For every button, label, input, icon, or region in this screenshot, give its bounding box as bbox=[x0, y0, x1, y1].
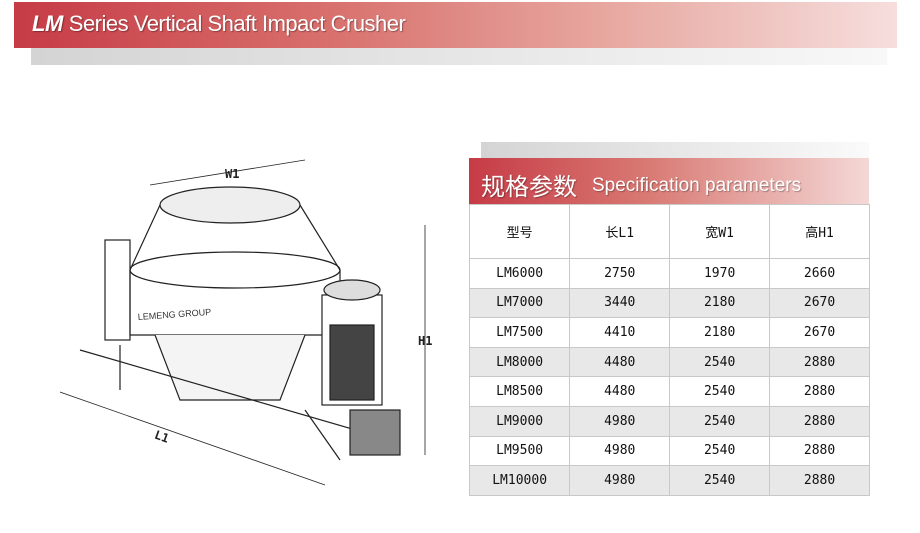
table-cell: 4410 bbox=[569, 317, 671, 348]
dim-w1: W1 bbox=[225, 167, 239, 181]
table-cell: 2540 bbox=[669, 376, 771, 407]
table-cell: 1970 bbox=[669, 258, 771, 289]
table-cell: 2880 bbox=[769, 376, 870, 407]
spec-title: 规格参数 Specification parameters bbox=[469, 158, 869, 204]
table-cell: LM7000 bbox=[468, 287, 571, 319]
table-cell: 2670 bbox=[769, 287, 870, 319]
table-cell: LM9000 bbox=[468, 405, 571, 437]
table-cell: 4980 bbox=[569, 405, 671, 437]
table-cell: 2180 bbox=[669, 287, 771, 319]
table-cell: 3440 bbox=[569, 287, 671, 319]
table-cell: LM8500 bbox=[468, 376, 571, 407]
table-cell: 2750 bbox=[569, 258, 671, 289]
table-cell: LM7500 bbox=[468, 317, 571, 348]
table-cell: 2880 bbox=[769, 435, 870, 467]
brand-prefix: LM bbox=[32, 11, 63, 36]
table-cell: 2880 bbox=[769, 346, 870, 378]
table-cell: LM6000 bbox=[468, 258, 571, 289]
crusher-drawing: W1 H1 L1 LEMENG GROUP bbox=[60, 159, 432, 486]
header-cell: 型号 bbox=[468, 204, 571, 259]
header-cell: 高H1 bbox=[769, 204, 870, 259]
table-cell: 4480 bbox=[569, 346, 671, 378]
spec-title-en: Specification parameters bbox=[592, 175, 802, 196]
header-cell: 长L1 bbox=[569, 204, 671, 259]
table-cell: 2880 bbox=[769, 465, 870, 496]
table-cell: 2180 bbox=[669, 317, 771, 348]
table-cell: 2540 bbox=[669, 405, 771, 437]
table-shadow-bar bbox=[481, 142, 869, 158]
dim-l1: L1 bbox=[153, 428, 171, 446]
spec-title-cn: 规格参数 bbox=[481, 173, 577, 201]
table-cell: 2880 bbox=[769, 405, 870, 437]
table-cell: LM10000 bbox=[468, 465, 571, 496]
table-cell: 4980 bbox=[569, 435, 671, 467]
table-cell: 2540 bbox=[669, 465, 771, 496]
table-cell: LM9500 bbox=[468, 435, 571, 467]
table-cell: 4980 bbox=[569, 465, 671, 496]
table-cell: 4480 bbox=[569, 376, 671, 407]
dim-h1: H1 bbox=[418, 334, 432, 348]
divider-bar bbox=[31, 48, 887, 65]
table-cell: 2660 bbox=[769, 258, 870, 289]
table-header-row: 型号 长L1 宽W1 高H1 bbox=[468, 204, 870, 259]
table-cell: 2540 bbox=[669, 435, 771, 467]
page-title: Series Vertical Shaft Impact Crusher bbox=[68, 11, 406, 36]
table-cell: LM8000 bbox=[468, 346, 571, 378]
table-cell: 2670 bbox=[769, 317, 870, 348]
table-cell: 2540 bbox=[669, 346, 771, 378]
header-cell: 宽W1 bbox=[669, 204, 771, 259]
logo-text: LEMENG GROUP bbox=[137, 307, 211, 322]
